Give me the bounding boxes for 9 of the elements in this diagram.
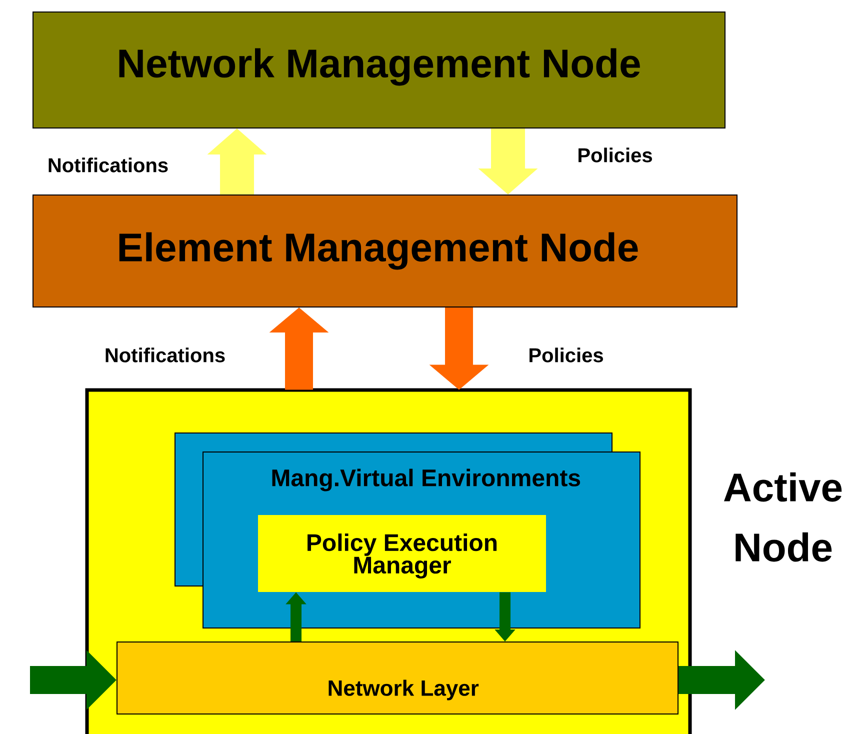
edge-label: Policies [578, 148, 652, 162]
management-box: Network Management Node [32, 12, 726, 128]
edge-label: Notifications [48, 158, 168, 172]
layer-box: Network Layer [116, 642, 678, 714]
management-box: Element Management Node [32, 194, 738, 308]
edge-label: Notifications [106, 348, 225, 362]
node-label: Active Node [724, 472, 842, 562]
edge-label: Policies [530, 348, 603, 362]
manager-box: Policy Execution Manager [258, 515, 546, 592]
